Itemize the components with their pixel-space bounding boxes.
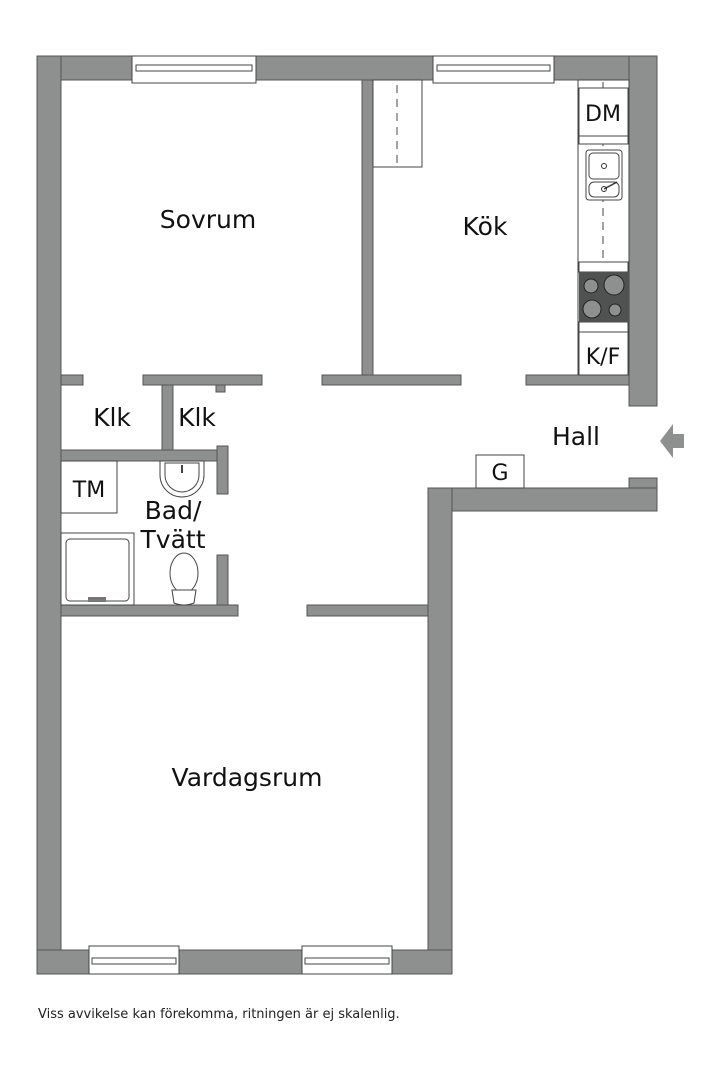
window-vardagsrum-right xyxy=(301,945,393,975)
fixture-label-tm: TM xyxy=(72,478,105,503)
disclaimer-text: Viss avvikelse kan förekomma, ritningen … xyxy=(38,1007,400,1022)
shower-icon xyxy=(60,532,135,606)
room-label-kok: Kök xyxy=(463,212,508,241)
window-kok xyxy=(432,55,555,84)
room-label-sovrum: Sovrum xyxy=(160,205,256,234)
entrance-arrow-icon xyxy=(660,424,684,458)
tm-box xyxy=(60,460,118,514)
fixture-label-kf: K/F xyxy=(586,345,621,370)
room-label-bad-1: Bad/ xyxy=(145,496,202,525)
sink-icon xyxy=(585,149,623,201)
room-label-hall: Hall xyxy=(552,422,600,451)
interior-walls xyxy=(60,79,630,617)
room-label-vardagsrum: Vardagsrum xyxy=(172,763,323,792)
stove-icon xyxy=(579,272,629,322)
room-label-klk-2: Klk xyxy=(178,403,216,432)
washbasin-icon xyxy=(159,460,205,498)
room-label-bad-2: Tvätt xyxy=(140,525,206,554)
kitchen-counter-left xyxy=(372,79,423,168)
toilet-icon xyxy=(169,552,199,606)
window-sovrum xyxy=(131,55,257,84)
fixture-label-g: G xyxy=(491,461,508,486)
kitchen-counter-right xyxy=(577,79,630,376)
window-vardagsrum-left xyxy=(88,945,180,975)
g-box xyxy=(475,454,525,489)
room-label-klk-1: Klk xyxy=(93,403,131,432)
outer-walls xyxy=(36,55,658,975)
fixture-label-dm: DM xyxy=(585,102,621,127)
